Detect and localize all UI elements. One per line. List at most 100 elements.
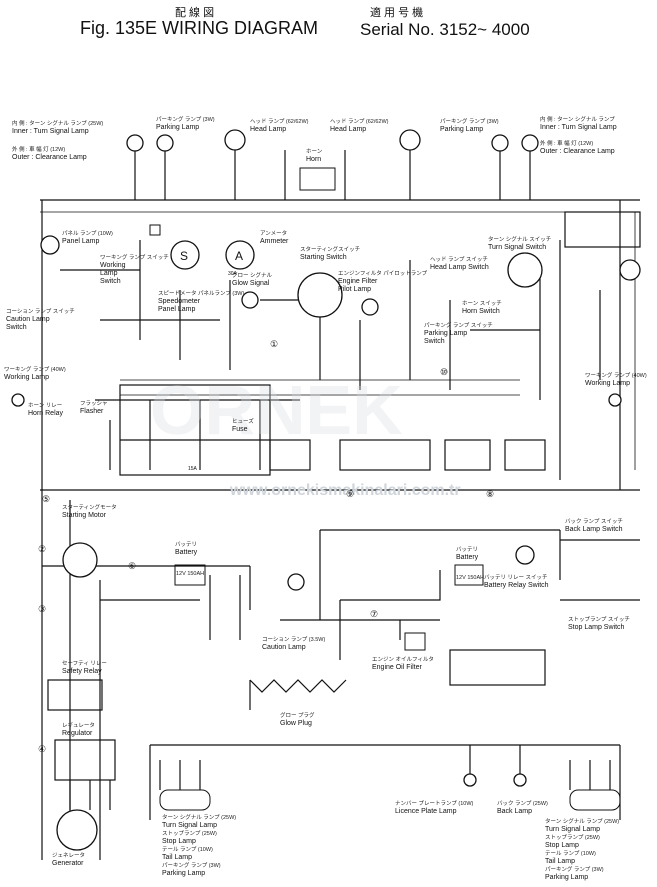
label-en: Head Lamp [330, 126, 367, 133]
label-en: Battery [175, 549, 198, 556]
label-en: Stop Lamp Switch [568, 624, 625, 631]
wire-harness [40, 148, 641, 860]
label-en: Panel Lamp [62, 238, 100, 245]
label-jp: バッテリ [456, 547, 479, 553]
label-jp: セーフティ リレー [62, 661, 107, 667]
label-en: Battery Relay Switch [484, 582, 549, 589]
label-en: Fuse [232, 426, 248, 433]
harness-number: ④ [38, 744, 47, 754]
label-en: Speedometer Panel Lamp [158, 298, 201, 313]
label-en: Turn Signal Lamp [162, 822, 217, 829]
label-en: Parking Lamp [440, 126, 484, 133]
label-en: Horn Switch [462, 308, 500, 315]
label-jp: ヘッド ランプ (62/62W) [330, 119, 389, 125]
label-jp: バッテリ [175, 542, 198, 548]
label-jp: ストップランプ (25W) [545, 835, 600, 841]
label-jp: ホーン スイッチ [462, 301, 502, 307]
label-jp: ターン シグナル スイッチ [488, 237, 552, 243]
label-en: Generator [52, 860, 84, 867]
label-jp: アンメータ [260, 231, 288, 237]
watermark-url: www.ornekismakinalari.com.tr [230, 482, 461, 499]
label-en: Inner : Turn Signal Lamp [540, 124, 617, 131]
label-jp: ストップランプ (25W) [162, 831, 217, 837]
device-boxes [149, 167, 621, 811]
harness-number: ⑤ [42, 494, 51, 504]
label-jp: バック ランプ (25W) [497, 801, 548, 807]
label-en: Inner : Turn Signal Lamp [12, 128, 89, 135]
label-en: Working Lamp [585, 380, 631, 387]
label-jp: 12V 150AH [456, 575, 485, 581]
label-jp: パーキング ランプ スイッチ [424, 323, 493, 329]
label-jp: エンジン オイルフィルタ [372, 657, 434, 663]
label-jp: パネル ランプ (10W) [62, 231, 113, 237]
label-jp: ターン シグナル ランプ (25W) [545, 819, 620, 825]
label-en: Engine Oil Filter [372, 664, 422, 671]
label-en: Glow Plug [280, 720, 312, 727]
label-jp: スターティングモータ [62, 505, 117, 511]
label-jp: 内 側 : ターン シグナル ランプ [540, 117, 615, 123]
label-jp: レギュレータ [62, 723, 95, 729]
label-en: Glow Signal [232, 280, 270, 287]
label-jp: コーション ランプ (3.5W) [262, 637, 326, 643]
label-jp: パーキング ランプ (3W) [156, 117, 215, 123]
label-jp: グロー プラグ [280, 713, 315, 719]
harness-number: ⑥ [128, 561, 137, 571]
label-en: Horn Relay [28, 410, 64, 417]
harness-number: ① [270, 339, 279, 349]
label-en: Head Lamp Switch [430, 264, 489, 271]
label-en: Safety Relay [62, 668, 102, 675]
fuse-rating: 15A [188, 466, 198, 472]
watermark-brand: ORNEK [150, 371, 403, 449]
label-en: Tail Lamp [545, 858, 575, 865]
label-en: Working Lamp Switch [100, 262, 126, 285]
harness-number: ③ [38, 604, 47, 614]
label-jp: ホーン リレー [28, 403, 63, 409]
speedometer-symbol: S [180, 249, 188, 263]
label-en: Regulator [62, 730, 93, 737]
label-jp: テール ランプ (10W) [545, 851, 596, 857]
label-jp: テール ランプ (10W) [162, 847, 213, 853]
label-en: Parking Lamp [156, 124, 200, 131]
model-jp: 適 用 号 機 [370, 7, 424, 19]
title-jp: 配 線 図 [175, 7, 215, 19]
label-en: Horn [306, 156, 322, 163]
label-en: Head Lamp [250, 126, 287, 133]
label-jp: ワーキング ランプ (40W) [4, 367, 66, 373]
fig-title: Fig. 135E WIRING DIAGRAM [80, 18, 319, 38]
device-symbols: S A 30A 15A [180, 249, 243, 472]
harness-number: ② [38, 544, 47, 554]
label-jp: 12V 150AH [176, 571, 205, 577]
label-jp: ジェネレータ [52, 853, 86, 859]
label-en: Starting Switch [300, 254, 347, 261]
lamp-symbols [11, 129, 641, 851]
label-jp: グロー シグナル [232, 273, 273, 279]
label-jp: フラッシャ [80, 401, 108, 407]
harness-number: ⑦ [370, 609, 379, 619]
label-jp: パーキング ランプ (3W) [162, 863, 221, 869]
label-jp: パーキング ランプ (3W) [545, 867, 604, 873]
label-en: Parking Lamp [545, 874, 589, 881]
label-jp: スピードメータ パネルランプ (3W) [158, 291, 245, 297]
label-en: Tail Lamp [162, 854, 192, 861]
label-jp: ターン シグナル ランプ (25W) [162, 815, 237, 821]
label-en: Starting Motor [62, 512, 106, 519]
label-jp: ヘッド ランプ スイッチ [430, 257, 488, 263]
label-en: Ammeter [260, 238, 289, 245]
label-en: Caution Lamp Switch [6, 316, 50, 331]
label-jp: ヘッド ランプ (62/62W) [250, 119, 309, 125]
label-en: Engine Filter Pilot Lamp [338, 278, 378, 293]
label-en: Parking Lamp [162, 870, 206, 877]
label-en: Back Lamp Switch [565, 526, 623, 533]
label-en: Caution Lamp [262, 644, 306, 651]
label-jp: エンジンフィルタ パイロットランプ [338, 271, 428, 277]
label-en: Licence Plate Lamp [395, 808, 457, 815]
label-en: Parking Lamp Switch [424, 330, 468, 345]
label-en: Outer : Clearance Lamp [540, 148, 615, 155]
label-en: Flasher [80, 408, 104, 415]
label-en: Battery [456, 554, 479, 561]
label-en: Outer : Clearance Lamp [12, 154, 87, 161]
harness-number: ⑩ [440, 367, 449, 377]
label-jp: ストップランプ スイッチ [568, 617, 630, 623]
label-jp: ワーキング ランプ (40W) [585, 373, 647, 379]
